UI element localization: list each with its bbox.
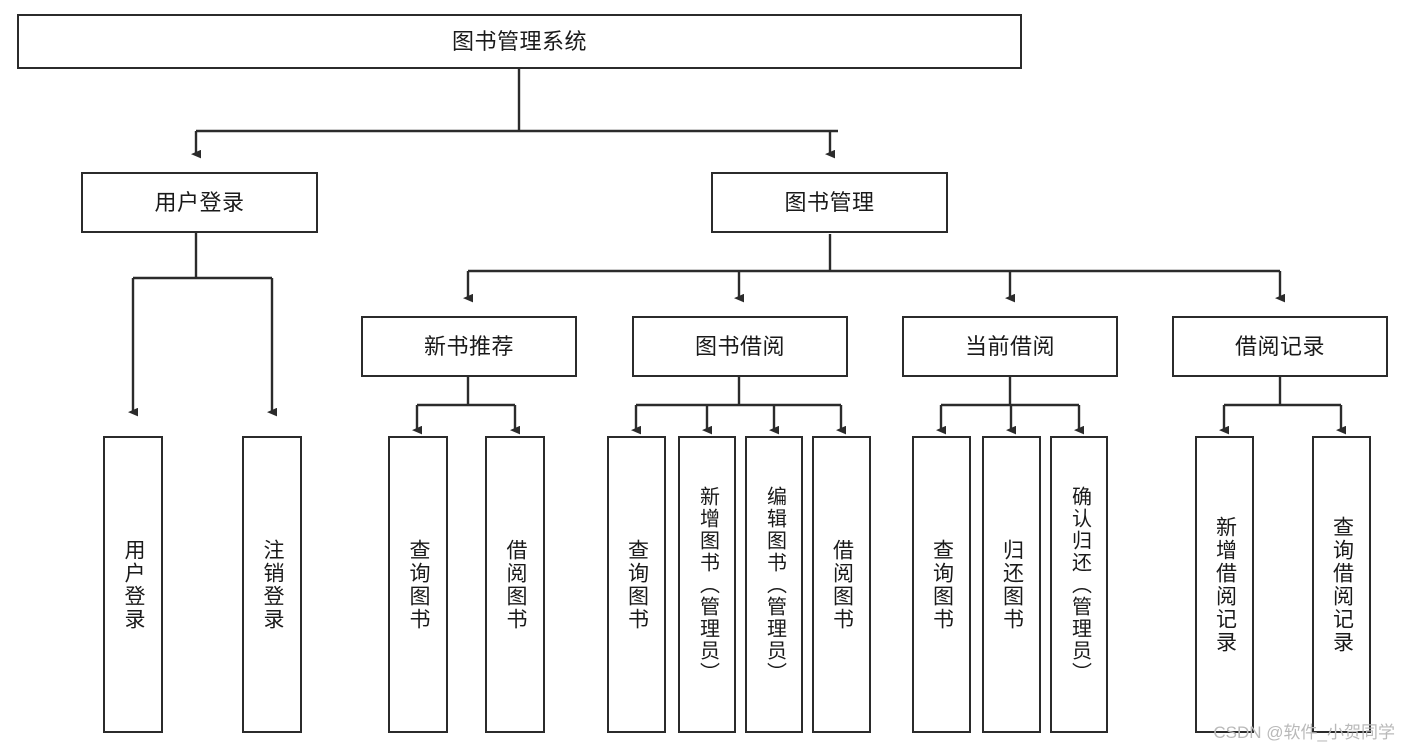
node-leaf-borrow-book-2[interactable]: 借阅图书 [812,436,871,733]
node-label: 新增图书（管理员） [696,485,719,684]
node-label: 借阅图书 [830,538,854,631]
node-label: 图书管理系统 [451,28,587,54]
node-leaf-query-book-2[interactable]: 查询图书 [607,436,666,733]
node-label: 用户登录 [122,538,146,631]
node-leaf-confirm-return[interactable]: 确认归还（管理员） [1050,436,1108,733]
node-leaf-query-record[interactable]: 查询借阅记录 [1312,436,1371,733]
node-user-login[interactable]: 用户登录 [81,172,318,233]
node-label: 查询借阅记录 [1330,515,1354,654]
node-leaf-return-book[interactable]: 归还图书 [982,436,1041,733]
csdn-watermark: CSDN @软件_小贺同学 [1213,723,1395,742]
node-label: 查询图书 [930,538,954,631]
node-leaf-query-book-3[interactable]: 查询图书 [912,436,971,733]
node-label: 图书管理 [784,189,875,215]
node-leaf-logout[interactable]: 注销登录 [242,436,302,733]
node-leaf-add-record[interactable]: 新增借阅记录 [1195,436,1254,733]
node-label: 查询图书 [407,538,431,631]
node-root-book-management-system[interactable]: 图书管理系统 [17,14,1022,69]
node-label: 当前借阅 [964,333,1055,359]
node-label: 借阅图书 [504,538,528,631]
node-label: 借阅记录 [1234,333,1325,359]
node-label: 用户登录 [154,189,245,215]
node-book-borrow[interactable]: 图书借阅 [632,316,848,377]
node-label: 新增借阅记录 [1213,515,1237,654]
node-label: 新书推荐 [423,333,514,359]
node-leaf-user-login[interactable]: 用户登录 [103,436,163,733]
node-leaf-add-book[interactable]: 新增图书（管理员） [678,436,736,733]
node-label: 图书借阅 [694,333,785,359]
node-label: 查询图书 [625,538,649,631]
node-leaf-borrow-book-1[interactable]: 借阅图书 [485,436,545,733]
node-borrow-record[interactable]: 借阅记录 [1172,316,1388,377]
node-new-book-recommend[interactable]: 新书推荐 [361,316,577,377]
node-label: 确认归还（管理员） [1068,485,1091,684]
node-book-management[interactable]: 图书管理 [711,172,948,233]
node-leaf-edit-book[interactable]: 编辑图书（管理员） [745,436,803,733]
node-label: 编辑图书（管理员） [763,485,786,684]
node-label: 注销登录 [261,538,285,631]
node-current-borrow[interactable]: 当前借阅 [902,316,1118,377]
node-label: 归还图书 [1000,538,1024,631]
node-leaf-query-book-1[interactable]: 查询图书 [388,436,448,733]
